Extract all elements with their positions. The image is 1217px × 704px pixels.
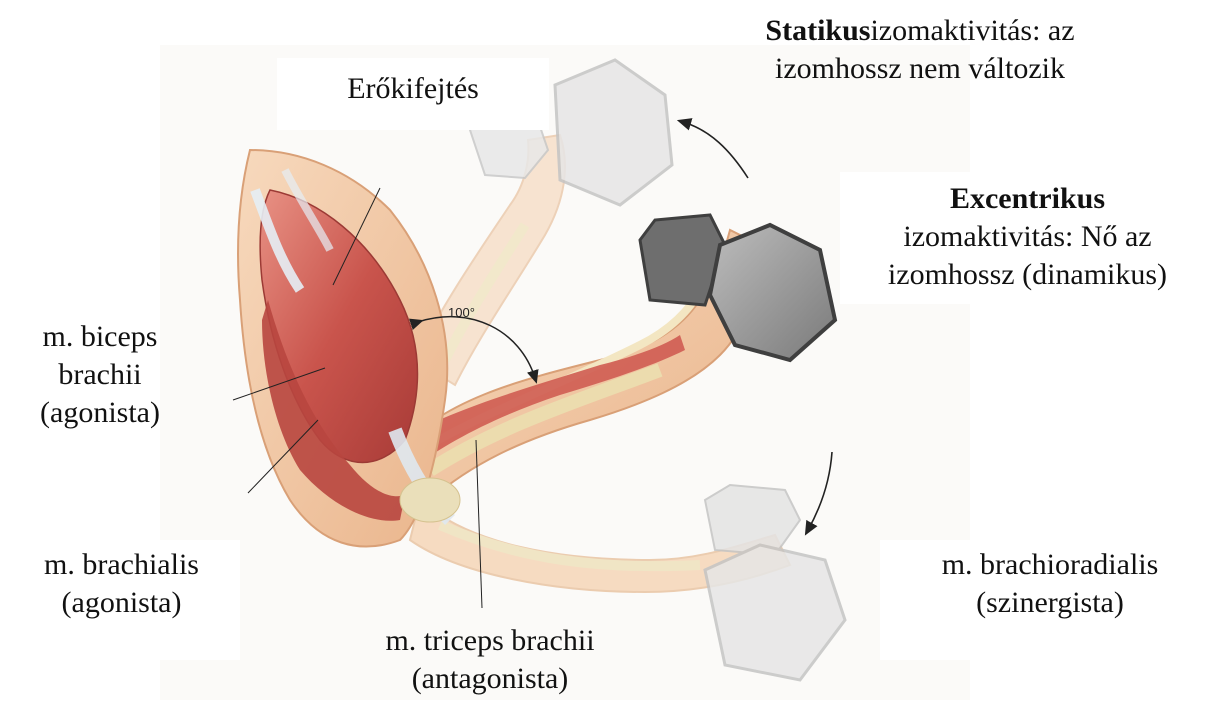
title-label: Erőkifejtés — [285, 70, 541, 108]
triceps-line1: m. triceps brachii — [325, 622, 655, 660]
static-rest: izomaktivitás: az — [870, 14, 1074, 47]
biceps-line1: m. biceps — [0, 318, 200, 356]
triceps-line2: (antagonista) — [325, 660, 655, 698]
brachialis-line1: m. brachialis — [0, 546, 243, 584]
eccentric-line2: izomaktivitás: Nő az — [845, 218, 1210, 256]
triceps-label: m. triceps brachii (antagonista) — [325, 622, 655, 698]
brachialis-label: m. brachialis (agonista) — [0, 546, 243, 622]
angle-label: 100° — [448, 305, 475, 320]
biceps-line2: brachii — [0, 356, 200, 394]
brachioradialis-line1: m. brachioradialis — [895, 546, 1205, 584]
static-bold: Statikus — [765, 14, 870, 47]
eccentric-bold: Excentrikus — [950, 182, 1105, 215]
brachioradialis-label: m. brachioradialis (szinergista) — [895, 546, 1205, 622]
brachialis-line2: (agonista) — [0, 584, 243, 622]
brachioradialis-line2: (szinergista) — [895, 584, 1205, 622]
biceps-label: m. biceps brachii (agonista) — [0, 318, 200, 432]
eccentric-line3: izomhossz (dinamikus) — [845, 256, 1210, 294]
biceps-line3: (agonista) — [0, 394, 200, 432]
static-line2: izomhossz nem változik — [720, 50, 1120, 88]
eccentric-label: Excentrikus izomaktivitás: Nő az izomhos… — [845, 180, 1210, 294]
static-label: Statikusizomaktivitás: az izomhossz nem … — [720, 12, 1120, 88]
elbow-joint — [400, 478, 460, 522]
